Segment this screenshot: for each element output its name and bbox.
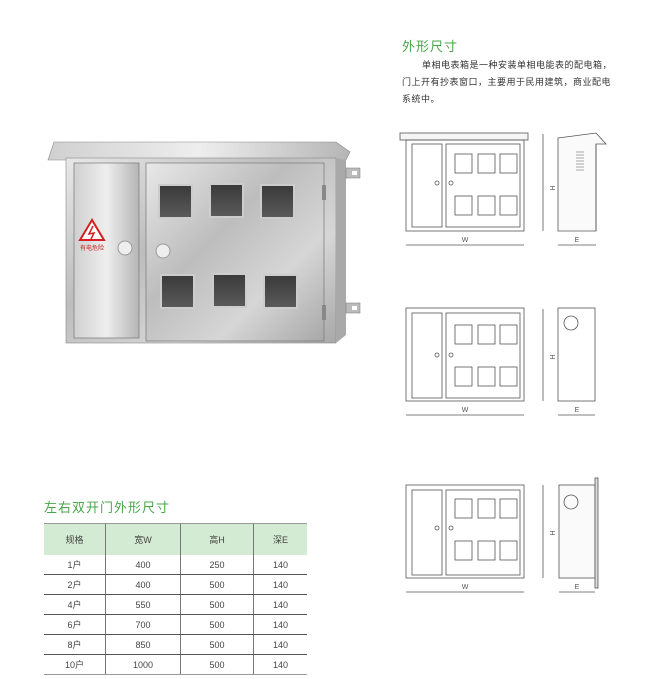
section-title: 外形尺寸	[402, 40, 459, 55]
svg-text:H: H	[548, 354, 555, 359]
drawing-flush-mount: H W E	[398, 475, 608, 595]
svg-text:H: H	[548, 530, 555, 535]
svg-text:W: W	[462, 584, 469, 591]
svg-text:E: E	[575, 407, 580, 414]
drawing-standard: H W E	[398, 305, 608, 420]
header-width: 宽W	[105, 523, 181, 555]
header-depth: 深E	[253, 523, 307, 555]
header-height: 高H	[180, 523, 254, 555]
section-description: 单相电表箱是一种安装单相电能表的配电箱，门上开有抄表窗口，主要用于民用建筑，商业…	[402, 61, 613, 105]
svg-text:E: E	[575, 584, 580, 591]
table-title: 左右双开门外形尺寸	[44, 501, 171, 516]
header-spec: 规格	[44, 523, 106, 555]
svg-text:W: W	[462, 237, 469, 244]
product-photo: 有电危险	[46, 130, 366, 345]
svg-text:H: H	[548, 185, 555, 190]
svg-text:W: W	[462, 407, 469, 414]
svg-text:E: E	[575, 237, 580, 244]
table-header-row: 规格 宽W 高H 深E	[44, 523, 307, 555]
drawing-rain-hood: H W E	[398, 130, 608, 250]
high-voltage-warning-icon	[78, 218, 106, 241]
svg-text:有电危险: 有电危险	[80, 244, 104, 252]
